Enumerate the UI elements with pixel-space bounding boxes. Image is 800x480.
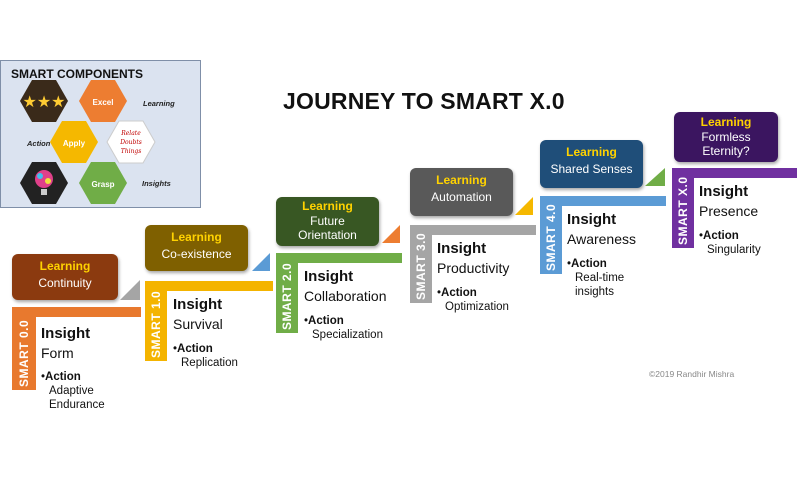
smart-0-label: SMART 0.0 (17, 319, 31, 387)
script-hexagon (106, 120, 156, 164)
learning-title: Learning (171, 230, 222, 244)
smart-3-bar (410, 225, 432, 303)
smart-x-label: SMART X.0 (676, 176, 690, 245)
learning-text: Automation (431, 190, 492, 204)
insight-text-3: Productivity (437, 260, 510, 276)
smart-1-step (167, 281, 273, 291)
smart-2-bar (276, 253, 298, 333)
smart-1-label: SMART 1.0 (149, 290, 163, 358)
learning-box-4: Learning Shared Senses (540, 140, 643, 188)
insight-label-1: Insight (173, 296, 223, 313)
learning-side-label: Learning (143, 99, 175, 108)
learning-title: Learning (39, 259, 91, 273)
stars-icon: ★★★ (22, 92, 65, 111)
learning-title: Learning (566, 145, 617, 159)
connector-3 (515, 197, 533, 215)
panel-title: SMART COMPONENTS (11, 67, 143, 81)
connector-1 (252, 253, 270, 271)
learning-title: Learning (700, 115, 752, 129)
insight-text-0: Form (41, 345, 74, 361)
insight-text-2: Collaboration (304, 288, 387, 304)
learning-box-3: Learning Automation (410, 168, 513, 216)
insight-text-4: Awareness (567, 231, 637, 247)
grasp-hexagon (79, 162, 127, 204)
insight-label-3: Insight (437, 240, 487, 257)
insight-label-5: Insight (699, 183, 749, 200)
learning-text: Shared Senses (550, 162, 633, 176)
smart-0-step (36, 307, 141, 317)
learning-box-2: Learning Future Orientation (276, 197, 379, 246)
action-side-label: Action (27, 139, 51, 148)
learning-text: Future Orientation (298, 214, 357, 242)
smart-x-step (694, 168, 797, 178)
script-line-3: Things (121, 148, 142, 155)
learning-title: Learning (436, 173, 487, 187)
smart-4-step (562, 196, 666, 206)
grasp-label: Grasp (91, 180, 114, 189)
smart-3-label: SMART 3.0 (414, 232, 428, 300)
learning-text: Formless Eternity? (701, 130, 751, 158)
copyright-credit: ©2019 Randhir Mishra (649, 369, 735, 379)
smart-x-bar (672, 168, 694, 248)
apply-label: Apply (63, 139, 86, 148)
learning-text: Co-existence (161, 247, 232, 261)
smart-3-step (432, 225, 536, 235)
star-hexagon (20, 80, 68, 122)
smart-4-bar (540, 196, 562, 274)
smart-2-step (298, 253, 402, 263)
smart-2-label: SMART 2.0 (280, 262, 294, 330)
insight-label-4: Insight (567, 211, 617, 228)
connector-0 (120, 280, 140, 300)
smart-components-panel: SMART COMPONENTS ★★★ Excel Apply Relate … (0, 60, 201, 208)
page-title: JOURNEY TO SMART X.0 (283, 88, 565, 114)
learning-title: Learning (302, 199, 353, 213)
insight-text-5: Presence (699, 203, 759, 219)
smart-4-label: SMART 4.0 (544, 203, 558, 271)
insight-text-1: Survival (173, 316, 223, 332)
insight-label-0: Insight (41, 325, 91, 342)
script-line-1: Relate (120, 130, 141, 137)
insight-label-2: Insight (304, 268, 354, 285)
learning-box-0: Learning Continuity (12, 254, 118, 300)
connector-4 (645, 168, 665, 186)
smart-0-bar (12, 307, 36, 390)
apply-hexagon (50, 121, 98, 163)
excel-hexagon (79, 80, 127, 122)
connector-2 (382, 225, 400, 243)
learning-text: Continuity (38, 276, 92, 290)
learning-box-1: Learning Co-existence (145, 225, 248, 271)
smart-1-bar (145, 281, 167, 361)
hexagon-cluster: ★★★ Excel Apply Relate Doubts Things Gra… (20, 80, 156, 204)
script-line-2: Doubts (119, 139, 142, 146)
insights-side-label: Insights (142, 179, 171, 188)
excel-label: Excel (93, 98, 114, 107)
learning-box-5: Learning Formless Eternity? (674, 112, 778, 162)
